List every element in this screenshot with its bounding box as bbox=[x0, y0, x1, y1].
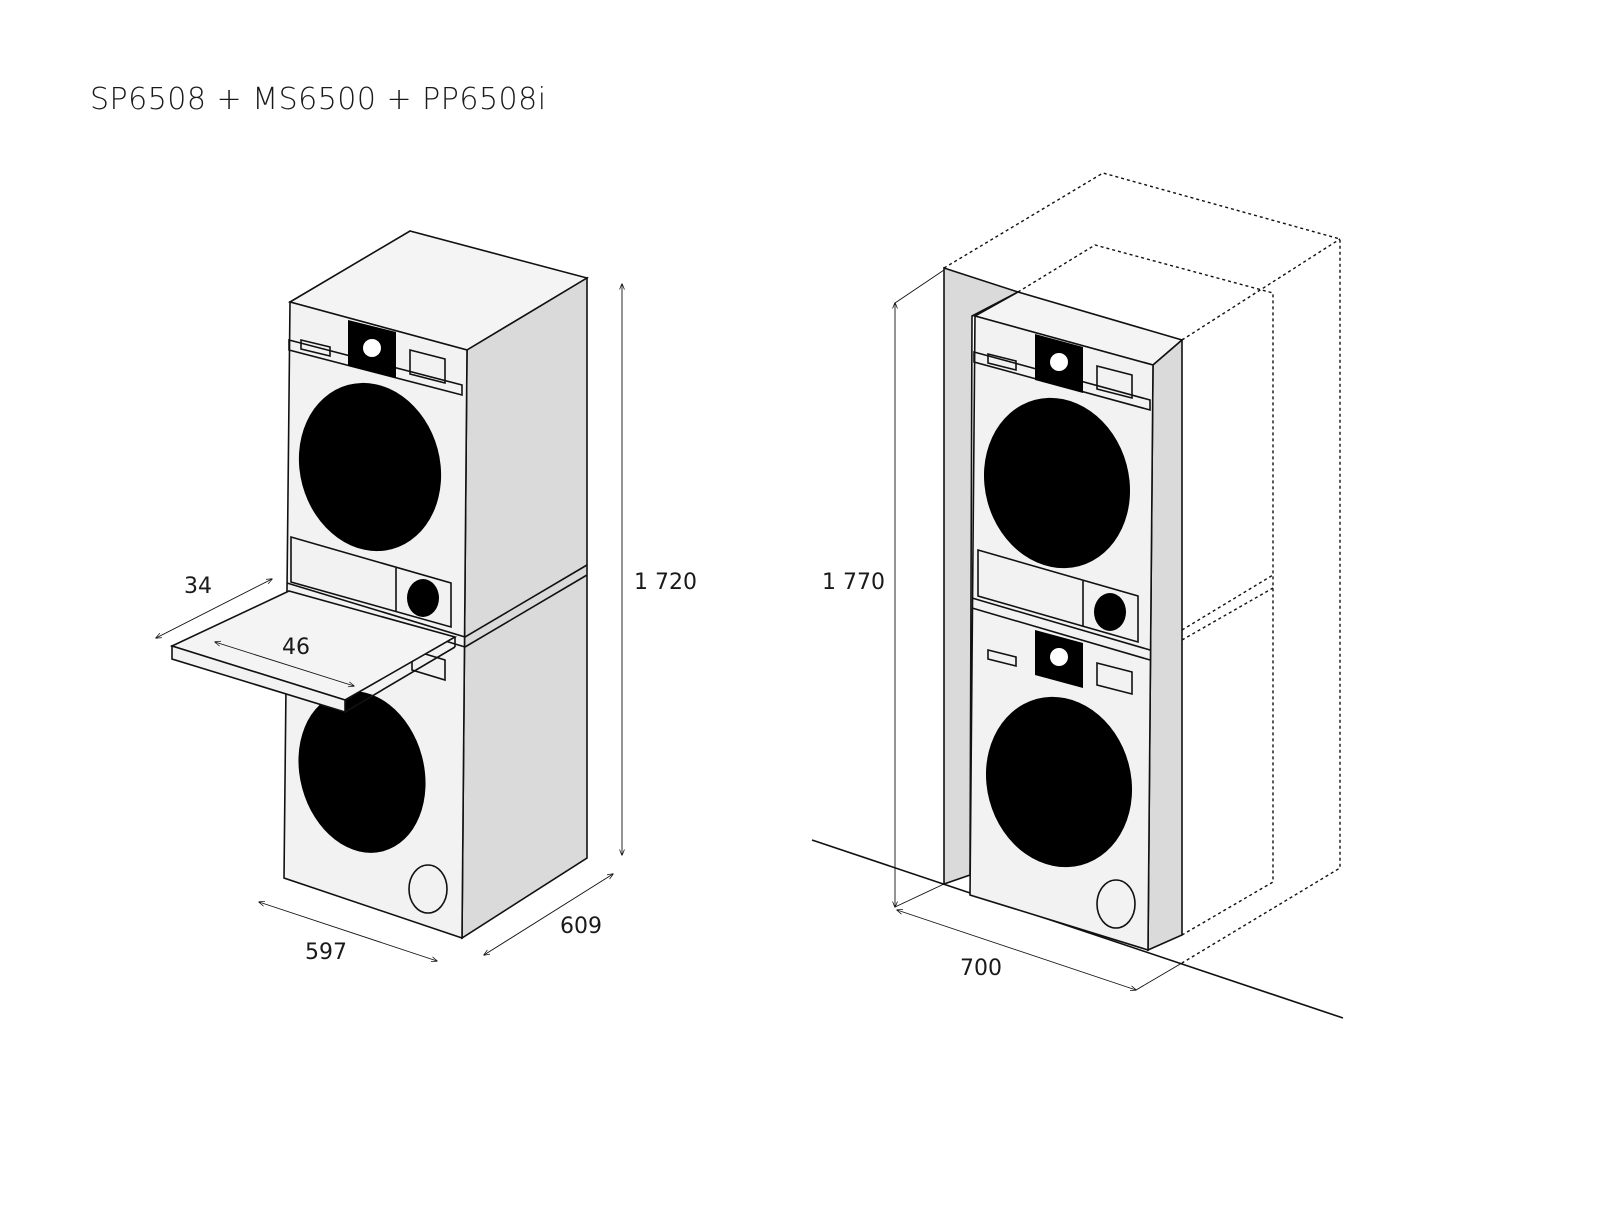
left-depth-label: 609 bbox=[560, 914, 602, 939]
right-niche bbox=[811, 172, 1344, 1019]
left-stack bbox=[156, 230, 622, 961]
shelf-width-label: 46 bbox=[282, 635, 310, 660]
side-face bbox=[461, 276, 588, 940]
right-width-label: 700 bbox=[960, 956, 1002, 981]
shelf-depth-label: 34 bbox=[184, 574, 212, 599]
left-width-label: 597 bbox=[305, 940, 347, 965]
diagram-title: SP6508 + MS6500 + PP6508i bbox=[90, 82, 547, 117]
left-height-label: 1 720 bbox=[634, 570, 697, 595]
right-height-label: 1 770 bbox=[822, 570, 885, 595]
